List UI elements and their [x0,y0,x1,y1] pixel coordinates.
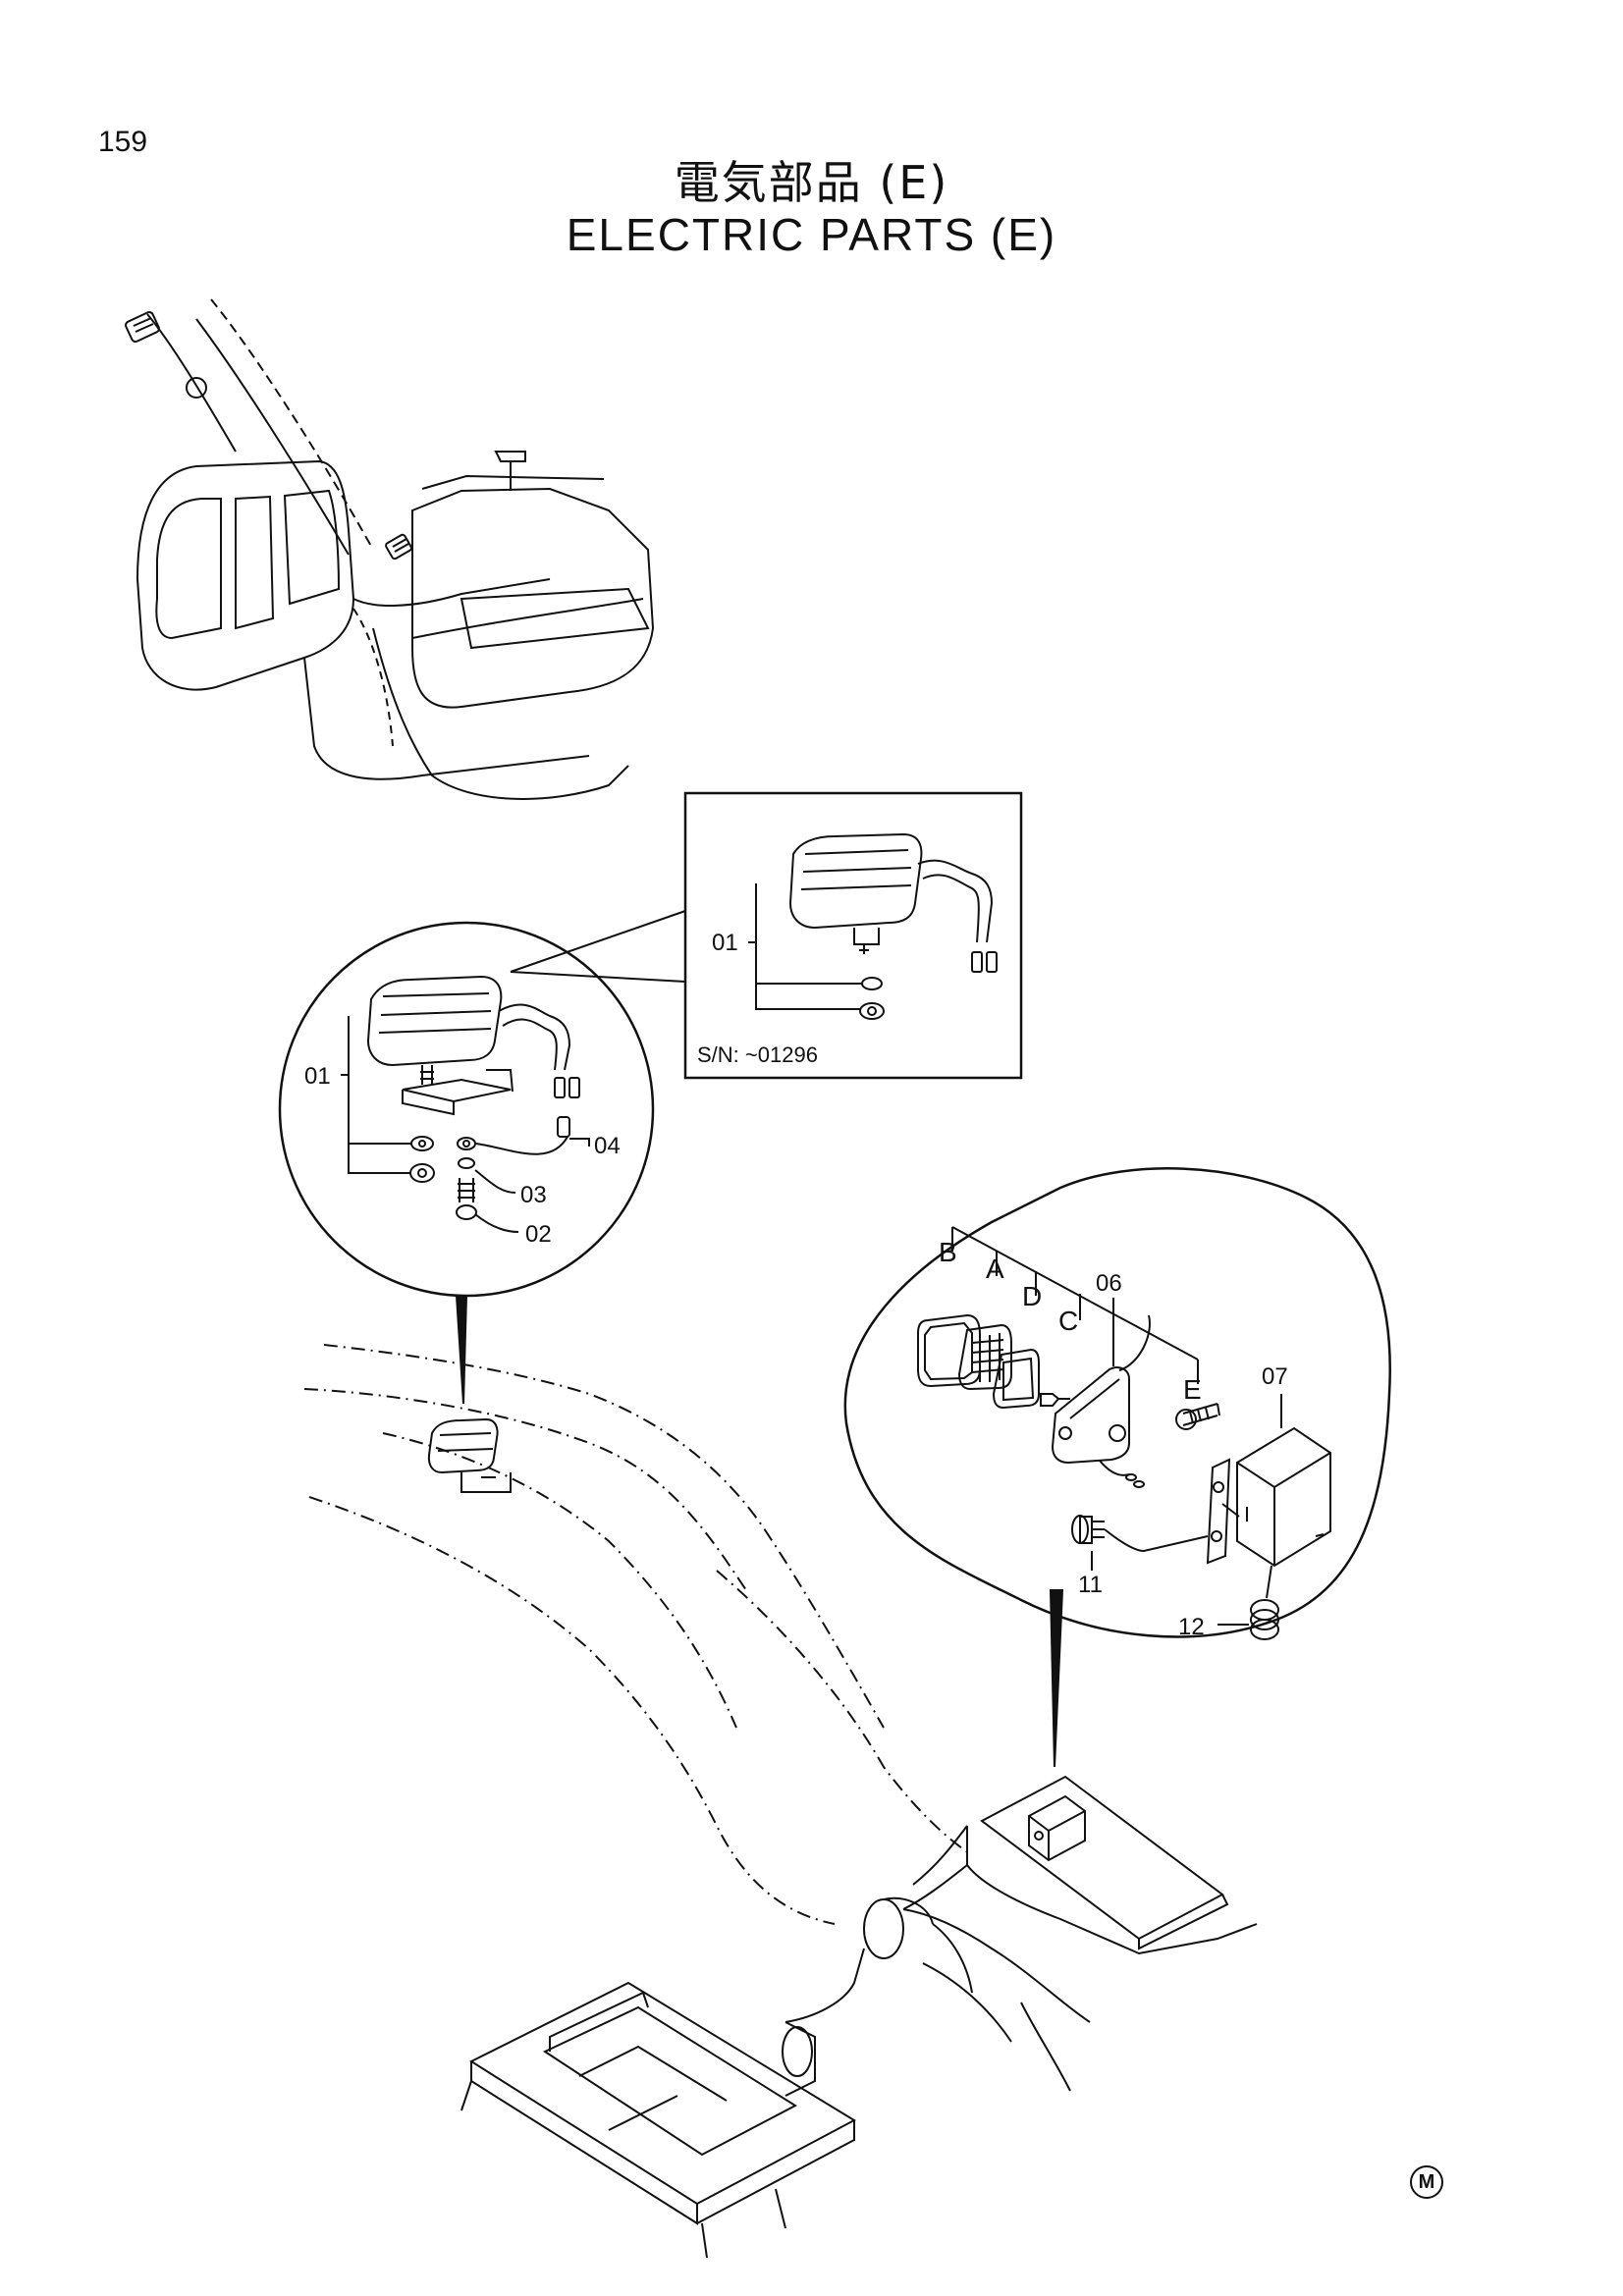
work-light-detail: 01 02 03 04 [278,921,655,1298]
manufacturer-mark: M [1410,2165,1443,2199]
serial-inset-box: 01 S/N: ~01296 [683,791,1023,1080]
boom-lower-view [303,1344,973,1925]
page-title-japanese: 電気部品 (E) [674,156,949,209]
rear-light-letter-b: B [939,1237,957,1267]
rear-light-letter-d: D [1022,1281,1042,1311]
work-light-callout-03: 03 [520,1182,547,1208]
rear-light-letter-a: A [986,1254,1004,1284]
rear-light-callout-11: 11 [1078,1572,1103,1598]
rear-frame-view [460,1775,1258,2259]
rear-light-detail: B A D C E 06 07 11 12 [843,1167,1391,1640]
work-light-callout-04: 04 [594,1133,621,1159]
inset-serial-label: S/N: ~01296 [697,1042,818,1067]
rear-light-callout-12: 12 [1178,1614,1205,1640]
rear-light-letter-c: C [1058,1306,1078,1336]
work-light-pointer [455,1295,468,1405]
excavator-overview [125,298,655,800]
inset-leader-top [510,910,686,973]
inset-callout-01: 01 [712,930,738,956]
work-light-callout-01: 01 [304,1063,331,1090]
work-light-callout-02: 02 [525,1221,552,1248]
page-number: 159 [98,126,148,158]
rear-light-callout-07: 07 [1262,1363,1288,1390]
rear-light-letter-e: E [1183,1374,1202,1405]
rear-light-callout-06: 06 [1096,1270,1122,1297]
page-title-english: ELECTRIC PARTS (E) [566,209,1057,260]
rear-light-pointer [1049,1589,1064,1768]
